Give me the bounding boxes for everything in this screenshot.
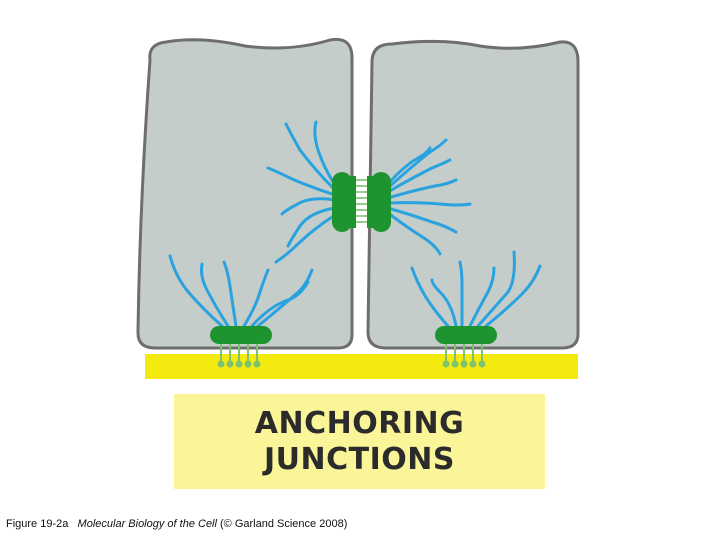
right-cell [366, 39, 580, 350]
caption-copyright: (© Garland Science 2008) [220, 518, 348, 530]
cell-matrix-junction-left [210, 326, 272, 368]
left-cell [136, 37, 354, 350]
figure-caption: Figure 19-2a Molecular Biology of the Ce… [6, 518, 347, 530]
basal-lamina [145, 354, 578, 379]
intermediate-filaments-right-lower [410, 250, 542, 328]
title-line-1: ANCHORING [254, 405, 465, 441]
title-box: ANCHORING JUNCTIONS [174, 394, 545, 489]
intermediate-filaments-left-upper [266, 120, 337, 264]
intermediate-filaments-right-upper [386, 138, 472, 256]
cell-cell-junction [332, 172, 391, 232]
caption-book-title: Molecular Biology of the Cell [77, 518, 217, 530]
cell-matrix-junction-right [435, 326, 497, 368]
title-line-2: JUNCTIONS [264, 441, 455, 477]
intermediate-filaments-left-lower [168, 254, 314, 328]
caption-figure-number: Figure 19-2a [6, 518, 69, 530]
